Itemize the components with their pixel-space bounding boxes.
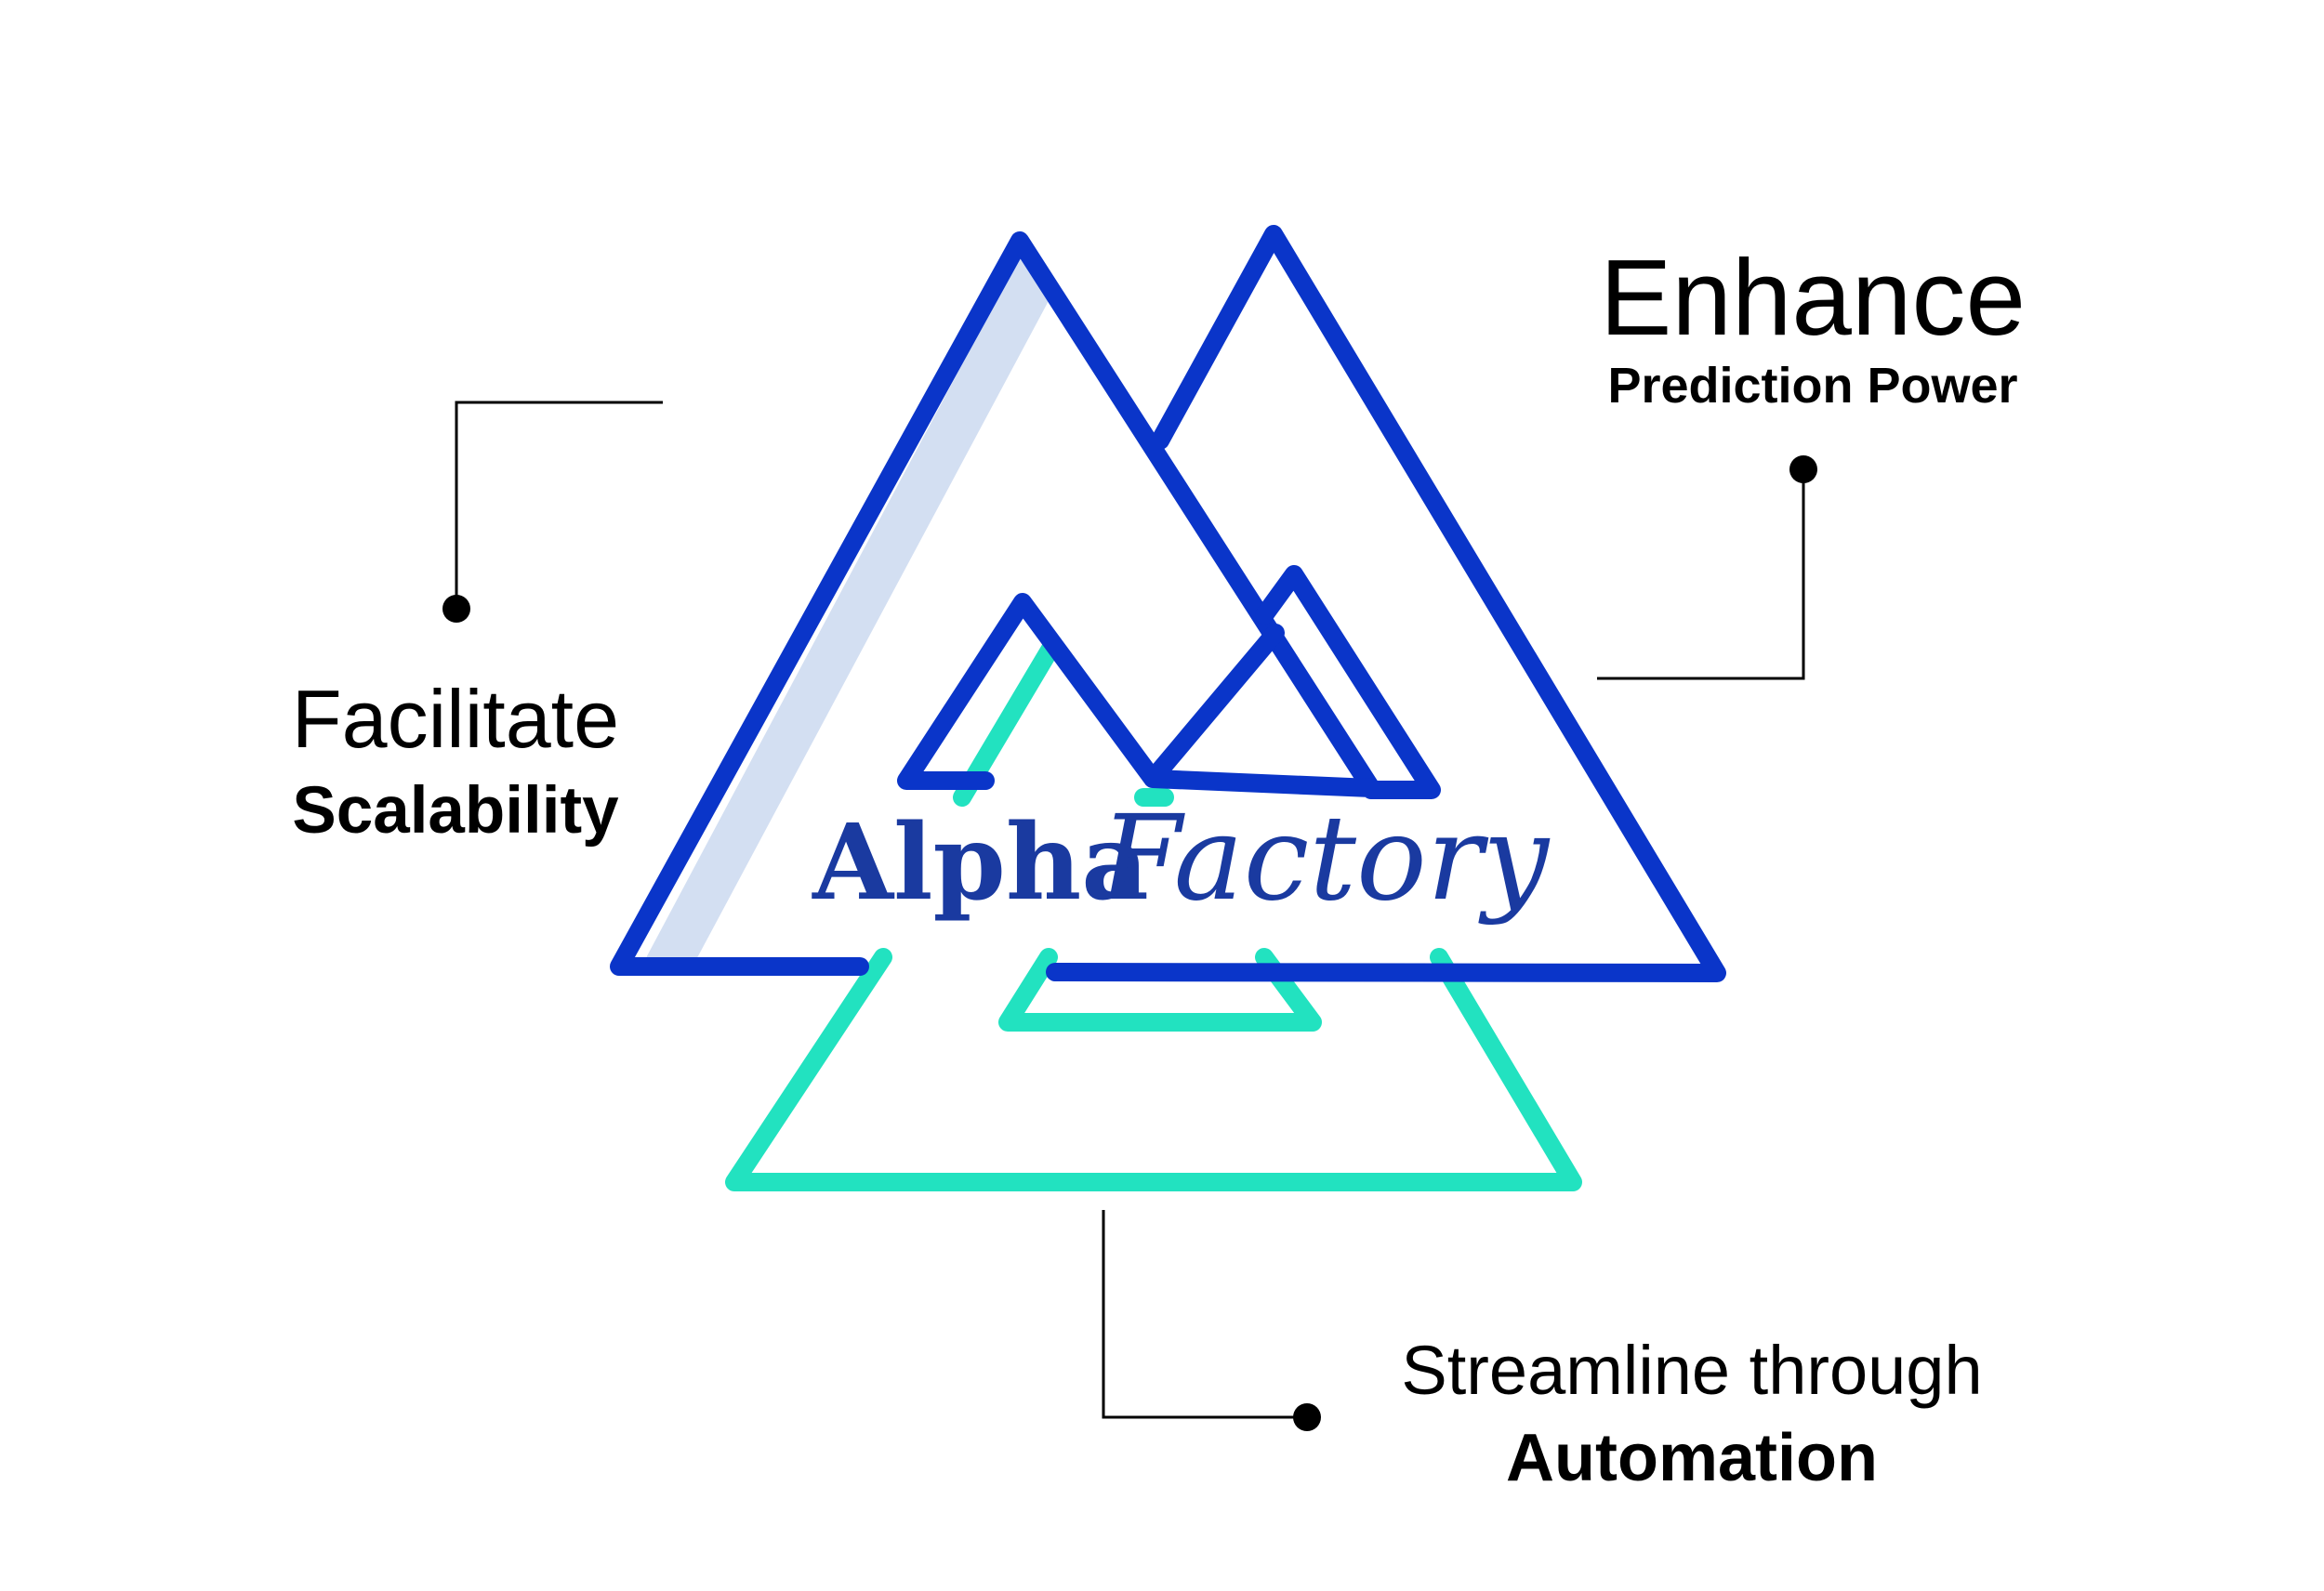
connector-automation-dot xyxy=(1293,1403,1321,1431)
connector-prediction xyxy=(1597,469,1805,680)
callout-scalability: Facilitate Scalability xyxy=(186,678,725,848)
blue-inner-mountain xyxy=(897,565,1441,799)
callout-automation-verb: Streamline through xyxy=(1401,1332,1983,1409)
logo-backdrop xyxy=(818,807,1487,946)
logo-factory: Factory xyxy=(1099,790,1551,927)
connector-prediction-line xyxy=(1597,469,1805,680)
blue-mountains-group xyxy=(610,225,1726,982)
blue-outer-mountains xyxy=(610,225,1726,982)
connector-automation xyxy=(1102,1210,1307,1419)
triangle-shade xyxy=(641,251,1050,966)
connector-scalability-dot xyxy=(442,595,470,623)
callout-prediction: Enhance Prediction Power xyxy=(1525,243,2101,414)
connector-scalability-line xyxy=(455,401,663,609)
callout-prediction-verb: Enhance xyxy=(1600,237,2026,358)
callout-prediction-title: Prediction Power xyxy=(1607,358,2018,414)
connector-automation-line xyxy=(1102,1210,1307,1419)
callout-automation: Streamline through Automation xyxy=(1329,1336,2054,1496)
callout-automation-title: Automation xyxy=(1506,1421,1878,1495)
connector-prediction-dot xyxy=(1789,455,1817,483)
connector-scalability xyxy=(455,401,663,609)
teal-outer-triangle xyxy=(725,948,1582,1191)
callout-scalability-title: Scalability xyxy=(292,774,619,848)
callout-scalability-verb: Facilitate xyxy=(291,673,620,765)
logo-alpha: Alpha xyxy=(812,802,1149,924)
